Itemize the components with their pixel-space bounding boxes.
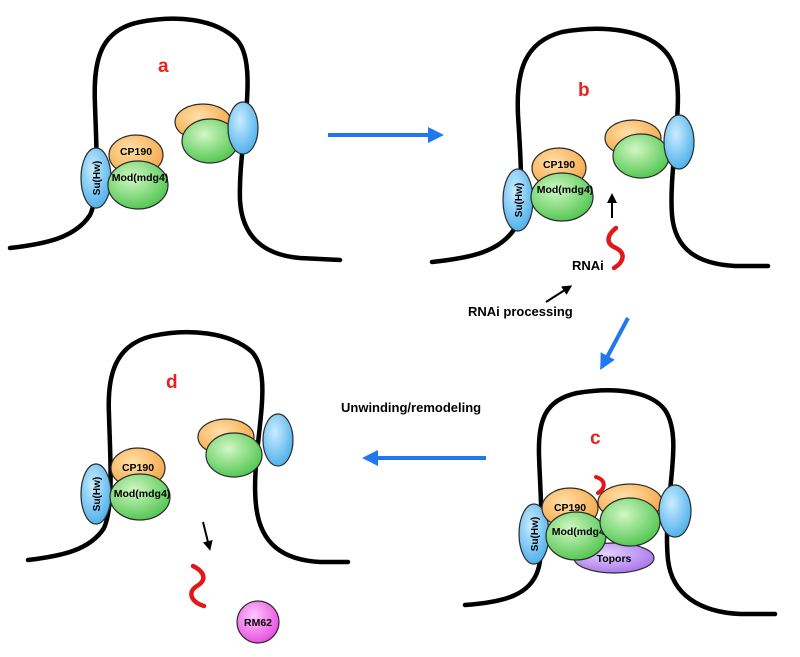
panel-d: d Su(Hw) CP190 Mod(mdg4) RM62 — [25, 329, 351, 644]
mod-mdg4-label: Mod(mdg4) — [112, 172, 169, 184]
panel-letter: d — [166, 372, 178, 393]
su-hw-label: Su(Hw) — [530, 517, 541, 551]
topors-label: Topors — [597, 553, 632, 565]
mod-mdg4-label: Mod(mdg4) — [537, 184, 594, 196]
mod-mdg4-label: Mod(mdg4) — [552, 526, 609, 538]
flow-arrow-b-to-c — [600, 317, 630, 371]
mod-mdg4-protein — [205, 432, 263, 478]
rnai-label: RNAi — [572, 258, 604, 273]
su-hw-label: Su(Hw) — [514, 183, 525, 217]
mod-mdg4-protein — [109, 473, 171, 521]
mod-mdg4-protein — [107, 160, 169, 210]
unwinding-label: Unwinding/remodeling — [341, 400, 481, 415]
panel-b: b Su(Hw) CP190 Mod(mdg4) RNAi — [429, 26, 771, 273]
mod-mdg4-protein — [612, 133, 670, 179]
su-hw-protein — [663, 114, 695, 170]
su-hw-protein — [262, 413, 294, 467]
small-arrow-processing — [545, 285, 573, 303]
su-hw-protein — [227, 101, 259, 155]
mod-mdg4-protein — [530, 172, 594, 222]
rm62-protein — [236, 600, 280, 644]
panel-a: a Su(Hw) CP190 Mod(mdg4) — [7, 16, 343, 263]
cp190-label: CP190 — [543, 159, 575, 171]
mod-mdg4-protein — [599, 497, 661, 547]
cp190-label: CP190 — [120, 146, 152, 158]
panel-letter: c — [590, 428, 601, 449]
chromatin-loop — [7, 16, 343, 263]
chromatin-loop — [429, 26, 771, 269]
rnai-strand — [594, 475, 606, 495]
rnai-strand — [189, 563, 207, 609]
mod-mdg4-label: Mod(mdg4) — [114, 488, 171, 500]
rnai-strand — [606, 225, 625, 271]
rm62-label: RM62 — [244, 617, 272, 629]
chromatin-loop — [462, 387, 778, 617]
chromatin-loop — [25, 329, 351, 565]
rnai-processing-label: RNAi processing — [468, 304, 573, 319]
cp190-label: CP190 — [122, 462, 154, 474]
small-arrow-down — [202, 521, 213, 551]
panel-letter: b — [578, 80, 590, 101]
panel-letter: a — [158, 56, 169, 77]
panel-c: c Su(Hw) CP190 Topors Mod(mdg4) — [462, 387, 778, 617]
su-hw-label: Su(Hw) — [92, 477, 103, 511]
cp190-label: CP190 — [554, 502, 586, 514]
su-hw-protein — [658, 484, 692, 538]
su-hw-label: Su(Hw) — [92, 161, 103, 195]
